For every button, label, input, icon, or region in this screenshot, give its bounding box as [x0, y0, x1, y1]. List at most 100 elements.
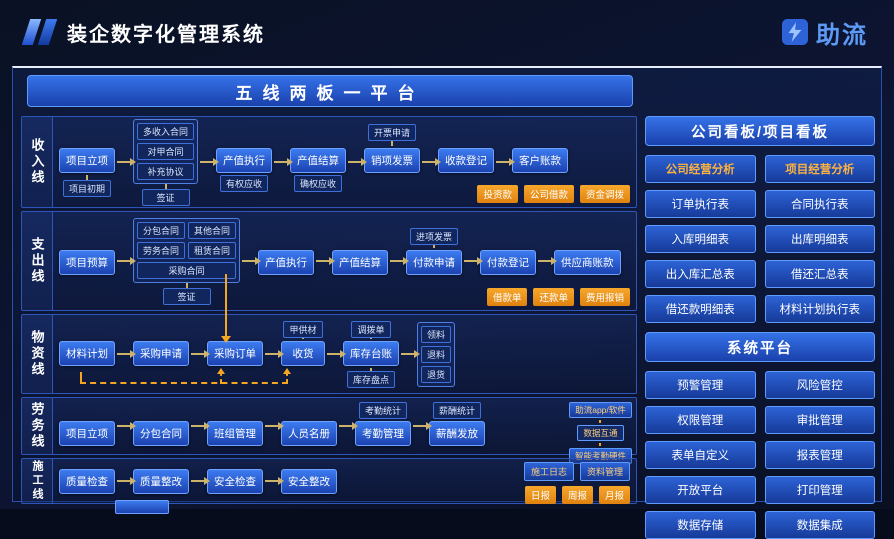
safety-rectify-box[interactable]: 安全整改 — [281, 468, 337, 494]
project-early-box[interactable]: 项目初期 — [62, 179, 111, 197]
labor-side-cluster: 助流app/软件 数据互通 智能考勤硬件 — [568, 402, 632, 464]
output-execution-box[interactable]: 产值执行 — [258, 249, 315, 275]
project-initiation-box[interactable]: 项目立项 — [59, 147, 115, 173]
in-out-summary-button[interactable]: 出入库汇总表 — [645, 260, 756, 288]
weekly-report-badge[interactable]: 周报 — [561, 486, 593, 504]
transfer-slip-box[interactable]: 调拨单 — [351, 320, 391, 338]
flow-arrow-icon — [117, 350, 136, 358]
payment-registration-box[interactable]: 付款登记 — [480, 249, 537, 275]
project-budget-box[interactable]: 项目预算 — [59, 249, 115, 275]
receive-goods-box[interactable]: 收货 — [281, 340, 325, 366]
team-mgmt-box[interactable]: 班组管理 — [207, 420, 263, 446]
contract-execution-button[interactable]: 合同执行表 — [764, 190, 875, 218]
salary-stat-box[interactable]: 薪酬统计 — [432, 401, 481, 419]
construction-log-tag[interactable]: 施工日志 — [523, 462, 574, 481]
construction-flow: 质量检查 质量整改 安全检查 安全整改 施工日志 资料管理 日报 周报 月报 — [53, 459, 636, 504]
permission-mgmt-button[interactable]: 权限管理 — [645, 406, 756, 434]
invoice-apply-box[interactable]: 开票申请 — [368, 123, 417, 141]
subcontract-box[interactable]: 分包合同 — [137, 221, 186, 239]
purchase-contract-to-order-arrow — [221, 274, 231, 343]
investment-badge[interactable]: 投资款 — [477, 185, 518, 203]
expense-visa-box[interactable]: 签证 — [162, 287, 211, 305]
purchase-contract-box[interactable]: 采购合同 — [137, 261, 237, 279]
purchase-order-box[interactable]: 采购订单 — [207, 340, 263, 366]
data-integration-button[interactable]: 数据集成 — [764, 511, 875, 539]
project-analysis-button[interactable]: 项目经营分析 — [764, 155, 875, 183]
inbound-detail-button[interactable]: 入库明细表 — [645, 225, 756, 253]
inventory-check-box[interactable]: 库存盘点 — [346, 370, 395, 388]
report-mgmt-button[interactable]: 报表管理 — [764, 441, 875, 469]
pick-material-box[interactable]: 领料 — [421, 325, 452, 343]
company-loan-badge[interactable]: 公司借款 — [523, 185, 574, 203]
sales-invoice-box[interactable]: 销项发票 — [364, 147, 421, 173]
roster-box[interactable]: 人员名册 — [281, 420, 337, 446]
data-interchange-box[interactable]: 数据互通 — [577, 425, 624, 441]
down-connector — [391, 140, 393, 146]
project-initiation-box[interactable]: 项目立项 — [59, 420, 115, 446]
borrow-return-summary-button[interactable]: 借还汇总表 — [764, 260, 875, 288]
repayment-slip-badge[interactable]: 还款单 — [533, 288, 574, 306]
supplement-agreement-box[interactable]: 补充协议 — [137, 162, 195, 180]
entitled-receivable-box[interactable]: 有权应收 — [220, 174, 269, 192]
lease-contract-box[interactable]: 租赁合同 — [188, 241, 237, 259]
expense-reimburse-badge[interactable]: 费用报销 — [579, 288, 630, 306]
owner-supplied-material-box[interactable]: 甲供材 — [283, 320, 323, 338]
other-contract-box[interactable]: 其他合同 — [188, 221, 237, 239]
form-custom-button[interactable]: 表单自定义 — [645, 441, 756, 469]
brand-name: 助流 — [816, 21, 868, 49]
flow-arrow-icon — [242, 257, 262, 265]
zhuliu-app-box[interactable]: 助流app/软件 — [569, 402, 632, 418]
party-a-contract-box[interactable]: 对甲合同 — [137, 142, 195, 160]
open-platform-button[interactable]: 开放平台 — [645, 476, 756, 504]
quality-check-box[interactable]: 质量检查 — [59, 468, 115, 494]
borrow-return-detail-button[interactable]: 借还款明细表 — [645, 295, 756, 323]
attendance-mgmt-box[interactable]: 考勤管理 — [355, 420, 411, 446]
team-mgmt-node: 班组管理 — [207, 403, 263, 450]
salary-pay-box[interactable]: 薪酬发放 — [429, 420, 485, 446]
data-storage-button[interactable]: 数据存储 — [645, 511, 756, 539]
warning-mgmt-button[interactable]: 预警管理 — [645, 371, 756, 399]
loan-slip-badge[interactable]: 借款单 — [486, 288, 528, 306]
fund-transfer-badge[interactable]: 资金调拨 — [579, 185, 630, 203]
order-execution-button[interactable]: 订单执行表 — [645, 190, 756, 218]
monthly-report-badge[interactable]: 月报 — [598, 486, 630, 504]
flow-arrow-icon — [413, 422, 432, 430]
boards-grid: 公司经营分析 项目经营分析 订单执行表 合同执行表 入库明细表 出库明细表 出入… — [645, 155, 875, 323]
purchase-apply-box[interactable]: 采购申请 — [133, 340, 189, 366]
inventory-ledger-box[interactable]: 库存台账 — [343, 340, 399, 366]
flow-arrow-icon — [265, 350, 284, 358]
supplier-account-box[interactable]: 供应商账款 — [554, 249, 621, 275]
subcontract-box[interactable]: 分包合同 — [133, 420, 189, 446]
receipt-registration-box[interactable]: 收款登记 — [438, 147, 495, 173]
approval-mgmt-button[interactable]: 审批管理 — [764, 406, 875, 434]
flow-arrow-icon — [339, 422, 358, 430]
output-execution-box[interactable]: 产值执行 — [216, 147, 273, 173]
daily-report-badge[interactable]: 日报 — [524, 486, 556, 504]
customer-account-box[interactable]: 客户账款 — [512, 147, 569, 173]
quality-rectify-box[interactable]: 质量整改 — [133, 468, 189, 494]
confirmed-receivable-box[interactable]: 确权应收 — [294, 174, 343, 192]
input-invoice-box[interactable]: 进项发票 — [410, 227, 459, 245]
output-settlement-box[interactable]: 产值结算 — [290, 147, 347, 173]
app-header: 装企数字化管理系统 助流 — [0, 0, 894, 64]
material-plan-execution-button[interactable]: 材料计划执行表 — [764, 295, 875, 323]
labor-contract-box[interactable]: 劳务合同 — [137, 241, 186, 259]
flow-arrow-icon — [191, 350, 210, 358]
return-material-box[interactable]: 退料 — [421, 345, 452, 363]
payment-apply-box[interactable]: 付款申请 — [406, 249, 463, 275]
attendance-stat-box[interactable]: 考勤统计 — [358, 401, 407, 419]
risk-control-button[interactable]: 风险管控 — [764, 371, 875, 399]
return-goods-box[interactable]: 退货 — [421, 365, 452, 383]
print-mgmt-button[interactable]: 打印管理 — [764, 476, 875, 504]
right-panel: 公司看板/项目看板 公司经营分析 项目经营分析 订单执行表 合同执行表 入库明细… — [645, 116, 875, 539]
document-mgmt-tag[interactable]: 资料管理 — [579, 462, 630, 481]
safety-check-box[interactable]: 安全检查 — [207, 468, 263, 494]
outbound-detail-button[interactable]: 出库明细表 — [764, 225, 875, 253]
output-settlement-box[interactable]: 产值结算 — [332, 249, 389, 275]
flow-arrow-icon — [464, 257, 484, 265]
multi-income-contract-box[interactable]: 多收入合同 — [137, 122, 195, 140]
income-visa-box[interactable]: 签证 — [141, 188, 190, 206]
company-analysis-button[interactable]: 公司经营分析 — [645, 155, 756, 183]
down-connector — [369, 367, 372, 371]
material-plan-box[interactable]: 材料计划 — [59, 340, 115, 366]
